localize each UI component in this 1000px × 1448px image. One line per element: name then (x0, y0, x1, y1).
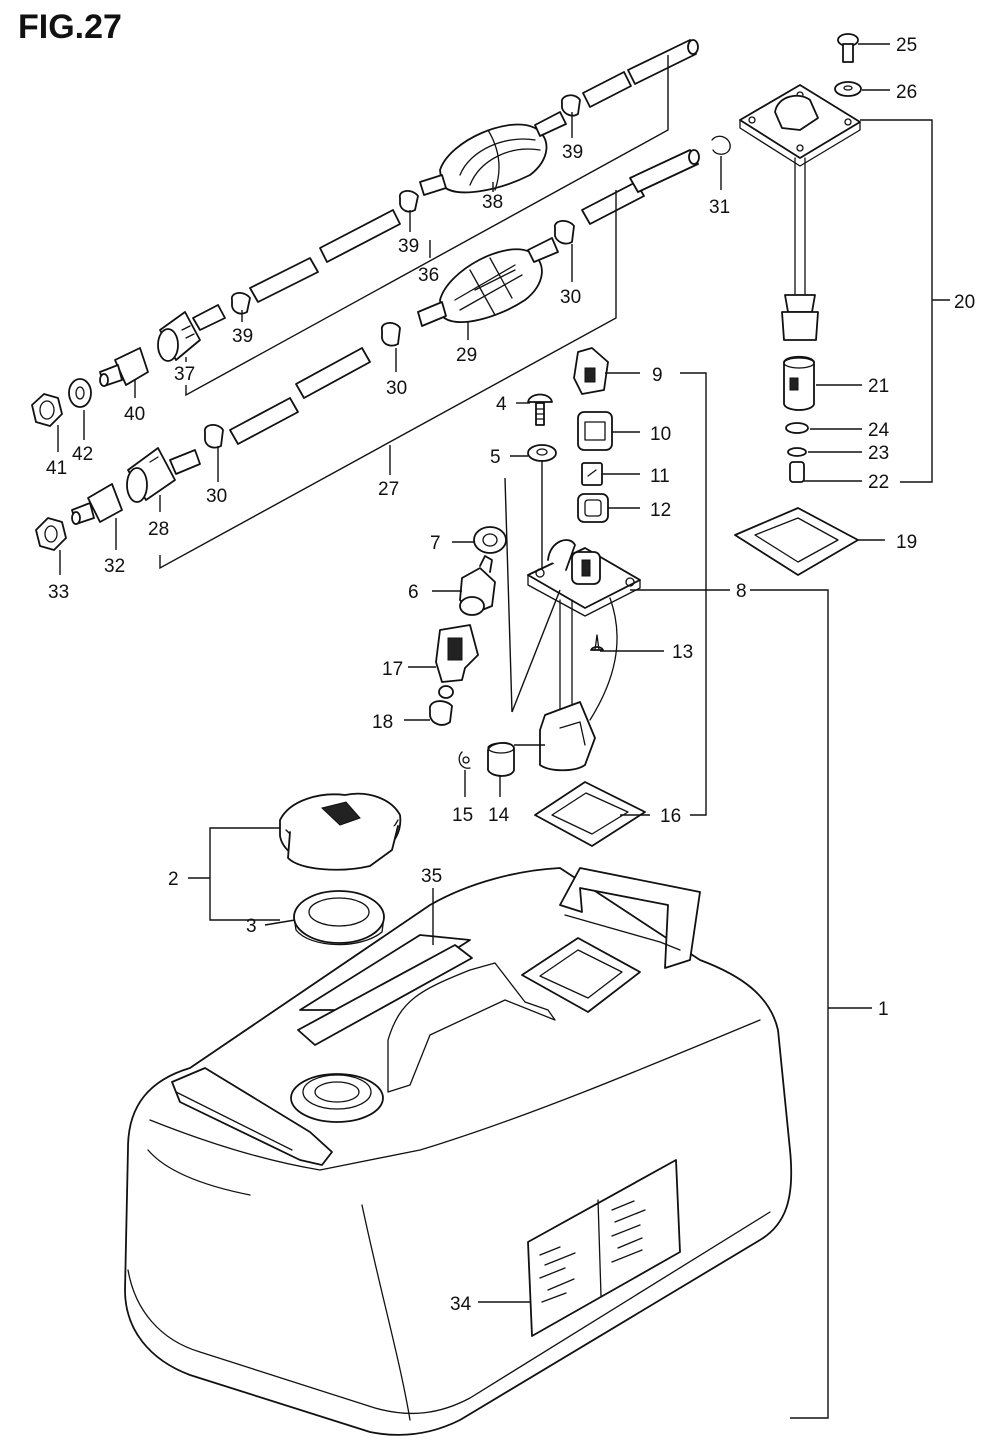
callout-35: 35 (421, 866, 442, 887)
fuel-line-27 (229, 149, 700, 445)
sender-element (581, 462, 603, 486)
callout-3: 3 (246, 916, 257, 937)
callout-12: 12 (650, 500, 671, 521)
callout-20: 20 (954, 292, 975, 313)
gauge-assembly (527, 539, 641, 772)
callout-18: 18 (372, 712, 393, 733)
washer-5 (527, 444, 557, 462)
screw-22 (789, 461, 805, 483)
sender-cover (573, 347, 609, 395)
callout-39-low: 39 (232, 326, 253, 347)
callout-31: 31 (709, 197, 730, 218)
callout-38: 38 (482, 192, 503, 213)
fitting-40 (99, 347, 149, 387)
screw-25 (837, 33, 859, 63)
callout-24: 24 (868, 420, 890, 441)
screw-13 (590, 634, 604, 651)
washer-24 (785, 422, 809, 434)
connector-28 (126, 447, 201, 503)
fuel-line-36 (249, 39, 699, 303)
leader-lines (57, 43, 950, 1419)
clip-15 (458, 751, 471, 769)
callout-42: 42 (72, 444, 93, 465)
callout-26: 26 (896, 82, 917, 103)
callout-1: 1 (878, 999, 889, 1020)
washer-26 (834, 81, 862, 97)
clip-30-left (204, 424, 224, 449)
callout-17: 17 (382, 659, 403, 680)
callout-14: 14 (488, 805, 510, 826)
float-14 (487, 742, 515, 777)
callout-25: 25 (896, 35, 917, 56)
vent-cap-assembly (739, 84, 861, 341)
fuel-tank (124, 867, 793, 1436)
callout-39-mid: 39 (398, 236, 419, 257)
sender-gasket (577, 493, 609, 523)
callout-19: 19 (896, 532, 917, 553)
clip-31 (711, 135, 731, 155)
callout-41: 41 (46, 458, 67, 479)
grommet-7 (473, 526, 507, 554)
connector-6 (459, 555, 496, 616)
callout-9: 9 (652, 365, 663, 386)
callout-13: 13 (672, 642, 693, 663)
callout-10: 10 (650, 424, 671, 445)
callout-labels: 1 2 3 4 5 6 7 8 9 10 11 12 13 14 15 16 1… (46, 35, 975, 1315)
callout-36: 36 (418, 265, 439, 286)
callout-33: 33 (48, 582, 69, 603)
fitting-32 (71, 483, 123, 525)
callout-4: 4 (496, 394, 507, 415)
connector-37 (157, 304, 226, 362)
figure-title: FIG.27 (18, 8, 122, 46)
nut-41 (31, 393, 63, 427)
clip-39-low (231, 292, 251, 315)
clip-18 (429, 700, 453, 726)
callout-5: 5 (490, 447, 501, 468)
callout-11: 11 (650, 466, 670, 487)
washer-42 (68, 378, 92, 408)
callout-22: 22 (868, 472, 889, 493)
fuel-cap (279, 792, 402, 871)
cap-gasket (293, 890, 385, 946)
callout-30-right: 30 (560, 287, 581, 308)
callout-27: 27 (378, 479, 399, 500)
clip-39-top (561, 94, 581, 117)
callout-15: 15 (452, 805, 473, 826)
callout-39-top: 39 (562, 142, 583, 163)
callout-30-left: 30 (206, 486, 227, 507)
callout-34: 34 (450, 1294, 472, 1315)
callout-40: 40 (124, 404, 145, 425)
callout-8: 8 (736, 581, 747, 602)
callout-29: 29 (456, 345, 477, 366)
callout-23: 23 (868, 443, 889, 464)
clip-30-mid (381, 322, 401, 347)
callout-37: 37 (174, 364, 195, 385)
callout-2: 2 (168, 869, 179, 890)
gasket-19 (734, 507, 859, 576)
primer-bulb-29 (417, 237, 559, 327)
callout-30-mid: 30 (386, 378, 407, 399)
clip-30-right (554, 220, 575, 245)
primer-bulb-38 (419, 111, 567, 196)
clip-39-mid (399, 190, 419, 213)
screw-4 (527, 393, 553, 426)
connector-17 (435, 624, 479, 699)
callout-16: 16 (660, 806, 681, 827)
nut-33 (35, 517, 67, 551)
vent-seal-21 (783, 355, 815, 411)
gasket-16 (534, 781, 646, 847)
callout-7: 7 (430, 533, 441, 554)
washer-23 (787, 447, 807, 457)
callout-28: 28 (148, 519, 169, 540)
callout-6: 6 (408, 582, 419, 603)
callout-21: 21 (868, 376, 889, 397)
sender-plate (577, 411, 613, 451)
callout-32: 32 (104, 556, 125, 577)
